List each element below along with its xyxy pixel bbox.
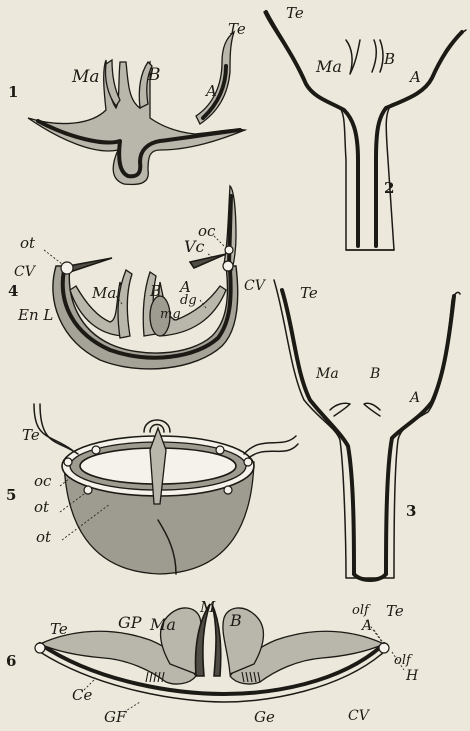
fig6-sense-organ-left bbox=[35, 643, 45, 653]
fig4-cv-right bbox=[223, 261, 233, 271]
figure-5: 5 Te oc ot ot bbox=[6, 404, 298, 574]
fig6-label-olf-bottom: olf bbox=[394, 653, 413, 668]
fig4-lobe-ma bbox=[118, 270, 132, 338]
fig3-label-a: A bbox=[408, 390, 420, 406]
fig4-vc-spike bbox=[190, 254, 226, 268]
fig5-label-te: Te bbox=[22, 426, 40, 444]
fig6-label-gp: GP bbox=[118, 613, 142, 632]
fig5-otocyst bbox=[244, 458, 252, 466]
fig4-cv-left bbox=[61, 262, 73, 274]
figure-1: 1 Te Ma B A bbox=[8, 20, 246, 184]
fig2-label-te: Te bbox=[286, 4, 304, 22]
fig3-outline bbox=[274, 280, 460, 578]
fig4-ptr-oc bbox=[214, 236, 226, 248]
fig6-label-ce: Ce bbox=[72, 686, 92, 704]
fig6-label-olf-top: olf bbox=[352, 603, 371, 618]
fig6-label-ma: Ma bbox=[149, 615, 176, 634]
fig3-axis-core-bottom bbox=[354, 574, 386, 580]
fig1-body-outer bbox=[28, 60, 245, 184]
fig2-label-a: A bbox=[408, 68, 421, 86]
fig2-label-ma: Ma bbox=[315, 57, 342, 76]
fig4-label-enl: En L bbox=[17, 306, 53, 324]
fig1-tentacle bbox=[196, 32, 234, 124]
fig4-label-b: B bbox=[149, 282, 161, 300]
fig4-label-ot: ot bbox=[20, 234, 36, 252]
fig4-label-cv-right: CV bbox=[244, 278, 267, 294]
fig3-number: 3 bbox=[406, 502, 416, 520]
fig6-label-b: B bbox=[229, 611, 242, 630]
fig3-label-b: B bbox=[369, 366, 380, 382]
fig6-label-ge: Ge bbox=[254, 708, 275, 726]
fig1-label-te: Te bbox=[228, 20, 246, 38]
fig5-label-ot1: ot bbox=[34, 498, 50, 516]
fig3-axis-core bbox=[282, 290, 354, 574]
fig6-label-a: A bbox=[360, 618, 372, 634]
figure-6: 6 Te GP Ma M B olf Te A H olf Ce GF Ge C… bbox=[6, 598, 419, 726]
fig4-label-vc: Vc bbox=[184, 237, 205, 256]
fig4-label-cv-left: CV bbox=[14, 264, 37, 280]
fig6-number: 6 bbox=[6, 652, 16, 670]
fig3-lobe-b bbox=[364, 403, 380, 416]
fig2-lobe-ma bbox=[346, 40, 360, 74]
fig5-number: 5 bbox=[6, 486, 16, 504]
fig1-label-a: A bbox=[204, 82, 217, 100]
fig3-lobe-ma bbox=[330, 403, 350, 416]
fig4-oc bbox=[225, 246, 233, 254]
fig1-number: 1 bbox=[8, 83, 18, 101]
fig5-otocyst bbox=[224, 486, 232, 494]
fig4-label-mg: mg bbox=[160, 307, 181, 322]
fig6-label-gf: GF bbox=[104, 708, 127, 726]
fig5-otocyst bbox=[84, 486, 92, 494]
fig6-label-te-right: Te bbox=[386, 602, 404, 620]
fig5-tentacle-left-2 bbox=[40, 404, 78, 454]
fig3-label-te: Te bbox=[300, 284, 318, 302]
fig2-label-b: B bbox=[383, 50, 395, 68]
figure-4: 4 ot oc Vc CV Ma B A dg mg CV En L bbox=[8, 186, 267, 369]
figure-3: 3 Te Ma B A bbox=[274, 280, 460, 580]
fig6-sense-organ-right bbox=[379, 643, 389, 653]
fig2-outline bbox=[264, 12, 466, 250]
fig2-lobe-b bbox=[372, 40, 383, 72]
fig5-otocyst bbox=[64, 458, 72, 466]
fig4-ptr-ot bbox=[44, 250, 62, 264]
fig5-otocyst bbox=[216, 446, 224, 454]
fig4-label-dg: dg bbox=[180, 293, 197, 308]
fig1-label-ma: Ma bbox=[71, 67, 100, 87]
fig4-number: 4 bbox=[8, 282, 18, 300]
fig6-label-te-left: Te bbox=[50, 620, 68, 638]
fig4-left-spike bbox=[68, 258, 112, 272]
fig2-number: 2 bbox=[384, 179, 394, 197]
fig3-label-ma: Ma bbox=[315, 366, 339, 382]
fig1-label-b: B bbox=[147, 65, 161, 85]
fig6-label-cv: CV bbox=[348, 708, 371, 724]
fig5-label-ot2: ot bbox=[36, 528, 52, 546]
fig5-label-oc: oc bbox=[34, 472, 52, 490]
fig6-label-h: H bbox=[405, 668, 419, 684]
fig5-otocyst bbox=[92, 446, 100, 454]
fig4-label-ma: Ma bbox=[91, 284, 116, 302]
fig6-ptr-gf bbox=[124, 702, 140, 712]
fig3-axis-core-right bbox=[386, 296, 454, 574]
fig6-label-m: M bbox=[199, 598, 216, 616]
figure-2: 2 Te Ma B A bbox=[264, 4, 466, 250]
